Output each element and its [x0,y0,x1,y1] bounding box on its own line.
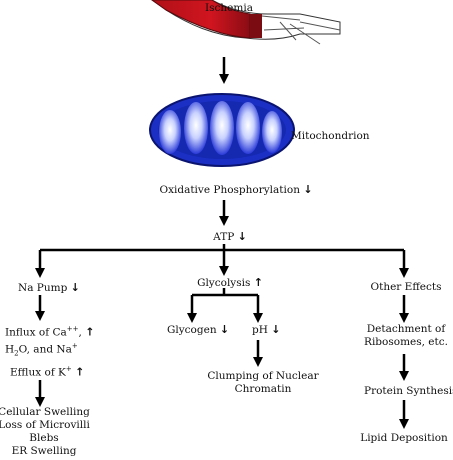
k-charge: + [65,365,72,373]
label-ischemia: Ischemia [205,2,253,14]
detachment-line-1: Detachment of [366,323,446,335]
glycogen-text: Glycogen [167,324,217,336]
up-arrow-icon: ↑ [253,276,263,289]
ca-charge: ++ [66,325,79,333]
swelling-line-2: Loss of Microvilli [0,419,90,431]
atp-text: ATP [213,231,235,243]
label-efflux: Efflux of K+ ↑ [10,363,84,380]
swelling-line-4: ER Swelling [11,445,77,457]
detachment-line-2: Ribosomes, etc. [364,336,448,348]
h-symbol: H [5,343,15,355]
na-charge: + [71,341,78,350]
down-arrow-icon: ↓ [303,183,313,196]
label-clumping-chromatin: Clumping of Nuclear Chromatin [207,370,318,396]
na-pump-text: Na Pump [18,282,68,294]
label-glycolysis: Glycolysis ↑ [197,276,263,290]
oxphos-text: Oxidative Phosphorylation [159,184,300,196]
label-oxidative-phosphorylation: Oxidative Phosphorylation ↓ [159,183,312,197]
blood-vessel-illustration [151,0,341,45]
label-protein-synthesis: Protein Synthesis ↓ [364,384,453,398]
clumping-line-1: Clumping of Nuclear [207,370,319,382]
label-other-effects: Other Effects [370,281,442,293]
glycolysis-text: Glycolysis [197,277,251,289]
clumping-line-2: Chromatin [234,383,292,395]
protein-synthesis-text: Protein Synthesis [364,385,453,397]
influx-text-2: O, and Na [18,343,72,355]
swelling-line-1: Cellular Swelling [0,406,90,418]
label-swelling-group: Cellular Swelling Loss of Microvilli Ble… [0,406,90,458]
mitochondrion-illustration [149,93,295,167]
label-detachment: Detachment of Ribosomes, etc. [364,323,448,349]
efflux-text: Efflux of K [10,366,66,379]
influx-text-1: Influx of Ca [5,326,67,339]
influx-line-2: H2O, and Na+ [5,340,94,361]
label-na-pump: Na Pump ↓ [18,281,80,295]
label-mitochondrion: Mitochondrion [291,130,370,142]
subscript-2: 2 [14,349,19,358]
up-arrow-icon: ↑ [85,325,95,339]
down-arrow-icon: ↓ [219,323,230,336]
down-arrow-icon: ↓ [70,281,80,294]
label-influx: Influx of Ca++, ↑ H2O, and Na+ [5,323,94,360]
swelling-line-3: Blebs [29,432,59,444]
up-arrow-icon: ↑ [75,365,85,379]
label-atp: ATP ↓ [213,230,247,244]
label-lipid-deposition: Lipid Deposition [360,432,448,444]
connector-lines [35,57,409,429]
label-glycogen: Glycogen ↓ [167,323,229,337]
ph-text: pH [252,324,268,336]
label-ph: pH ↓ [252,323,280,337]
down-arrow-icon: ↓ [237,230,247,243]
influx-line-1: Influx of Ca++, ↑ [5,325,95,339]
down-arrow-icon: ↓ [271,323,281,336]
